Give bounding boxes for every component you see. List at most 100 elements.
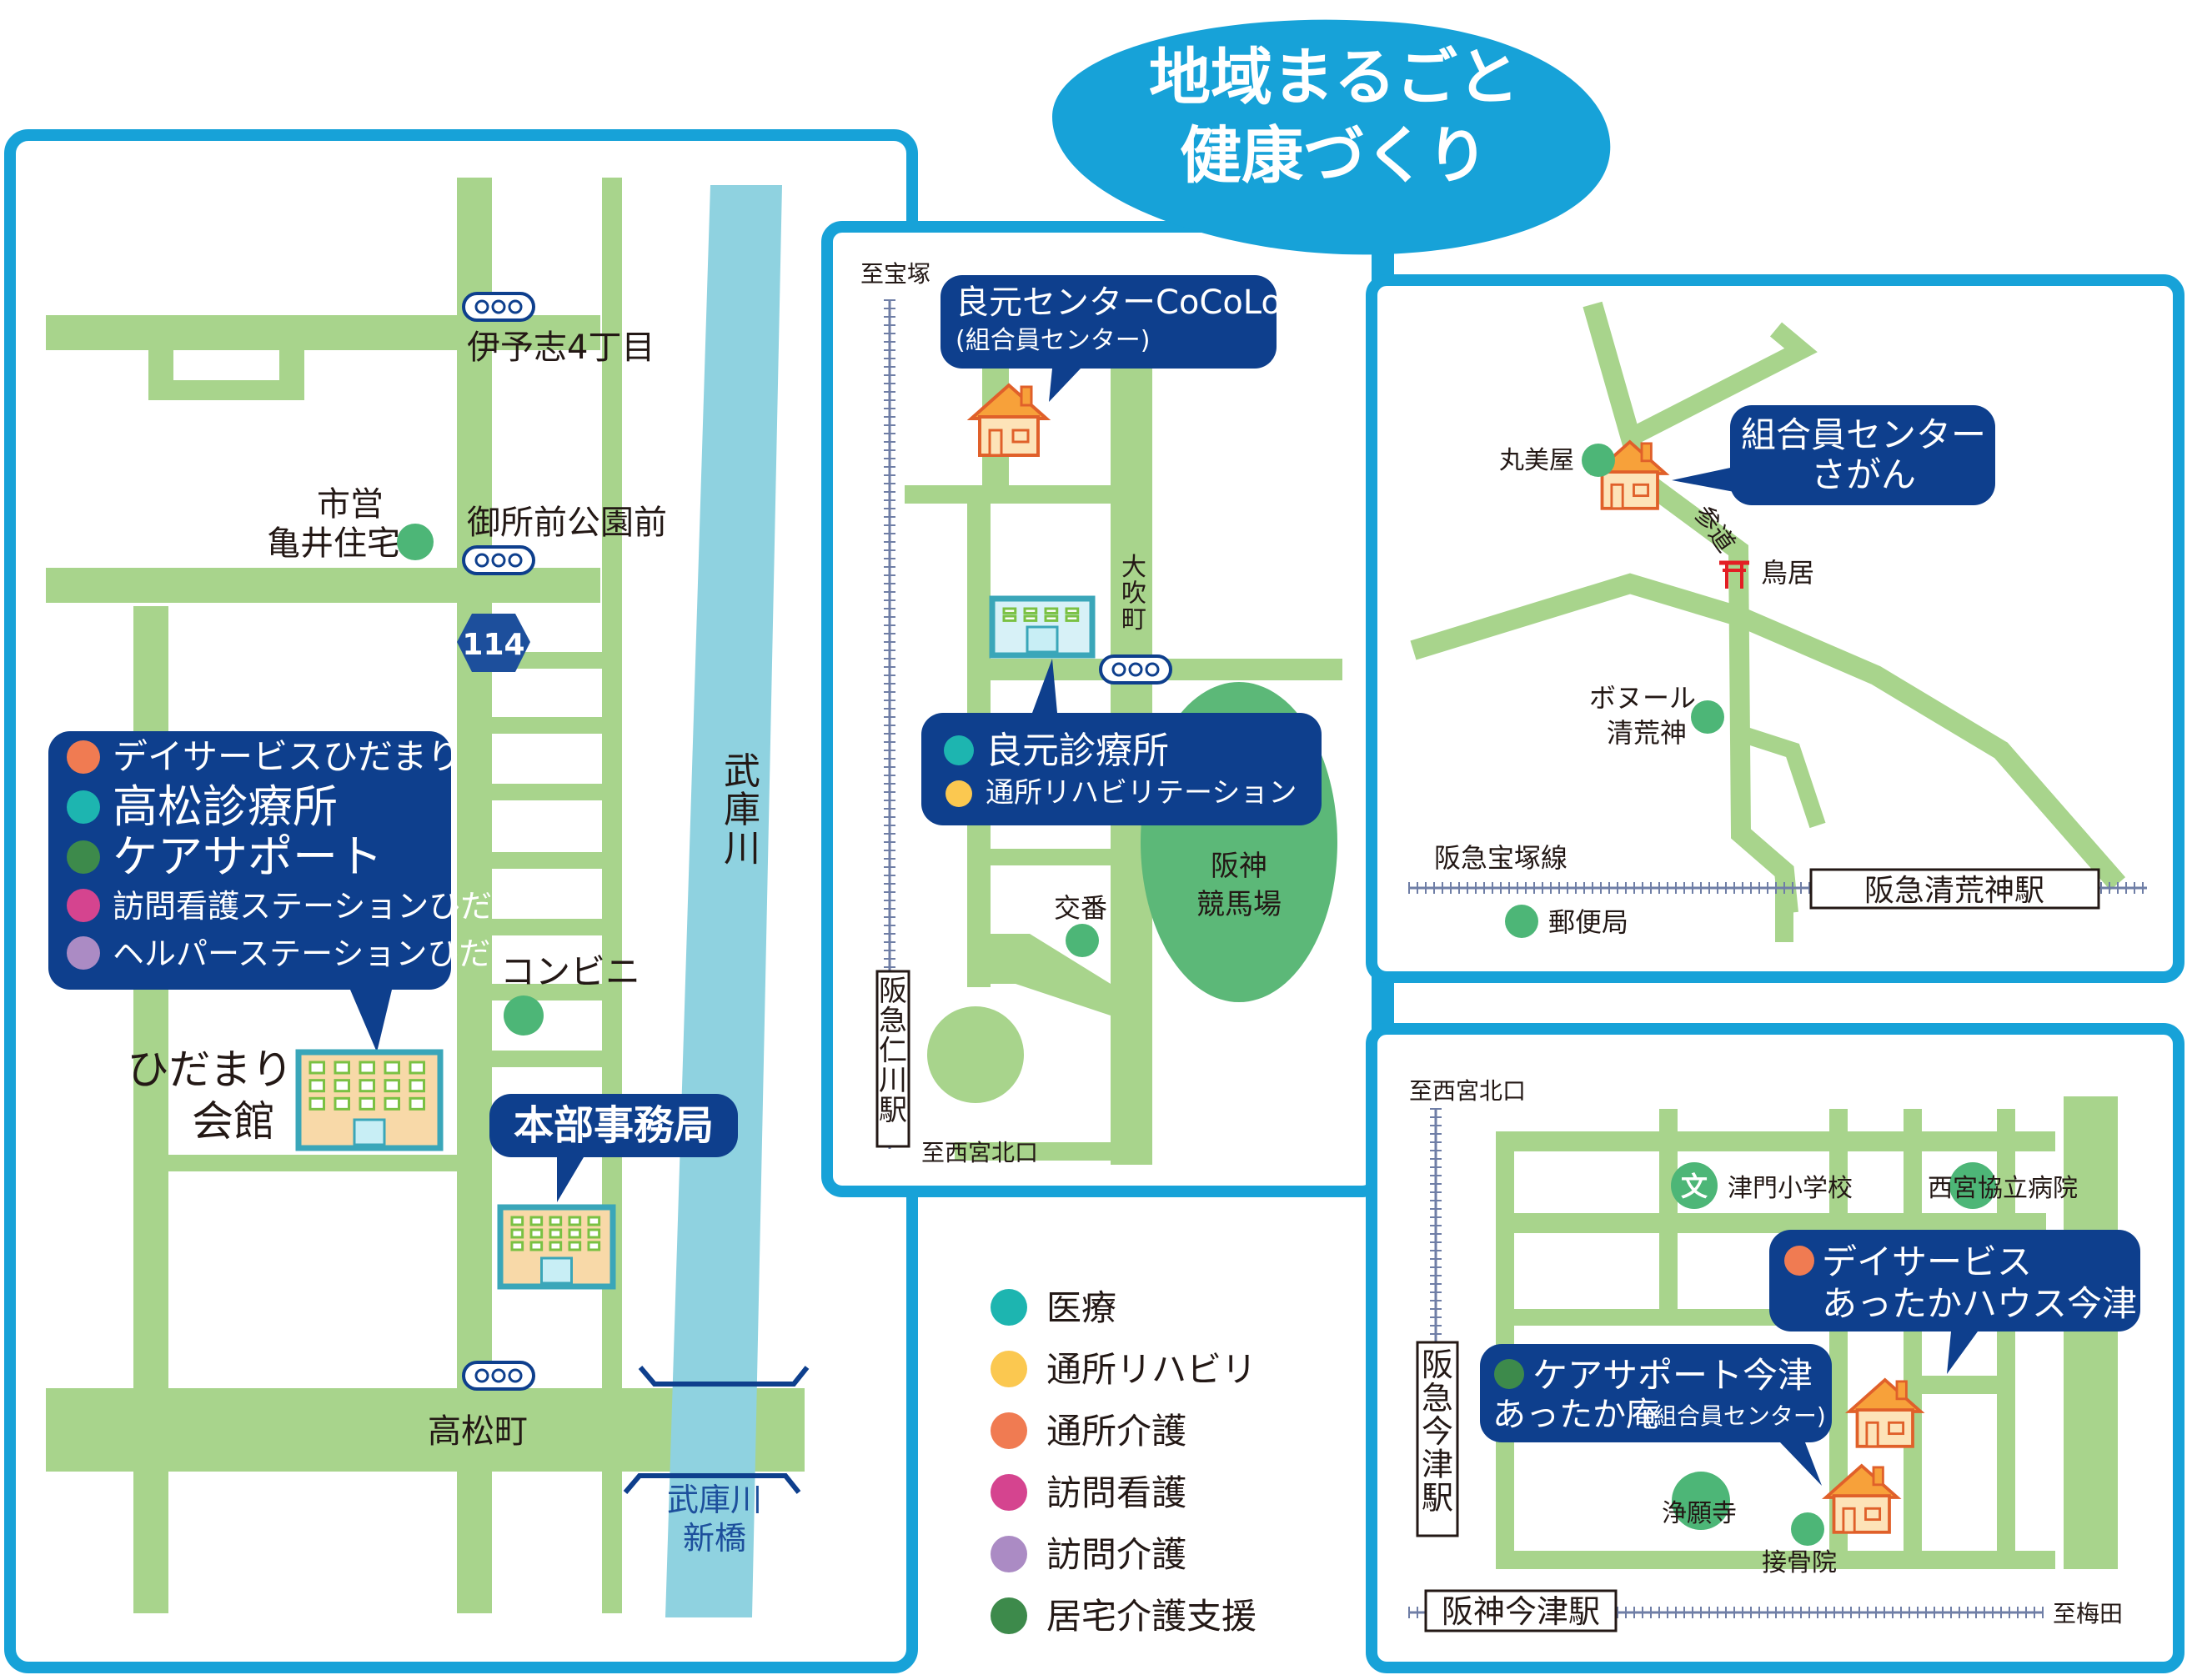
- torii-icon: [1719, 560, 1749, 589]
- convenience-label: コンビニ: [500, 951, 640, 992]
- legend-dot-3: [991, 1474, 1027, 1511]
- to-umeda-label: 至梅田: [2053, 1600, 2123, 1627]
- rail-imazu: [1430, 1108, 1442, 1352]
- koban-label: 交番: [1054, 892, 1107, 924]
- temple-label: 浄願寺: [1662, 1499, 1737, 1528]
- ryogen-clinic-dot: [944, 735, 974, 765]
- bridge-line1: 武庫川: [667, 1482, 762, 1518]
- callout-item-2: ケアサポート: [113, 830, 383, 883]
- honbu-callout: [489, 1094, 738, 1202]
- bonur-marker: [1691, 700, 1724, 734]
- oobuki-label-char: 町: [1121, 605, 1146, 634]
- to-nishinomiya-label: 至西宮北口: [921, 1139, 1038, 1166]
- koban-marker: [1066, 924, 1099, 957]
- temple-marker: [1672, 1472, 1730, 1530]
- ryogen-roundabout: [927, 1006, 1024, 1103]
- caresupport-house: [1822, 1463, 1902, 1534]
- bonesetter-marker: [1791, 1512, 1824, 1546]
- hidamari-line2: 会館: [192, 1097, 275, 1146]
- school-label: 津門小学校: [1728, 1174, 1853, 1203]
- bus-stop-iyoshi-label: 伊予志4丁目: [467, 328, 655, 367]
- legend-dot-4: [991, 1536, 1027, 1572]
- callout-item-1: 高松診療所: [113, 780, 338, 833]
- legend-dot-5: [991, 1597, 1027, 1634]
- dayservice-line1: デイサービス: [1822, 1241, 2032, 1282]
- convenience-marker: [504, 995, 544, 1036]
- marubiya-label: 丸美屋: [1499, 446, 1574, 475]
- marubiya-marker: [1582, 444, 1615, 477]
- sagan-line2: さがん: [1811, 454, 1916, 495]
- imazu-station-label-char: 阪: [1422, 1347, 1453, 1383]
- hidamari-line1: ひだまり: [128, 1046, 293, 1094]
- honbu-building: [497, 1204, 616, 1290]
- callout-dot-2: [67, 840, 100, 874]
- school-marker: [1671, 1162, 1718, 1209]
- legend-label-5: 居宅介護支援: [1046, 1596, 1257, 1637]
- imazu-station-label-char: 津: [1422, 1447, 1453, 1483]
- hankyu-takarazuka-line-label: 阪急宝塚線: [1434, 842, 1568, 874]
- bonur-line1: ボヌール: [1589, 682, 1696, 714]
- nigawa-station-label-char: 阪: [879, 975, 907, 1008]
- ryogen-diag-road: [967, 934, 1111, 1016]
- takamatsu-label: 高松町: [428, 1412, 528, 1451]
- ryogen-rehab-dot: [946, 780, 972, 807]
- sagan-callout: [1672, 405, 1995, 505]
- honbu-label: 本部事務局: [514, 1102, 714, 1149]
- dayservice-line2: あったかハウス今津: [1822, 1283, 2137, 1324]
- cocolo-house: [966, 383, 1051, 457]
- dayservice-dot: [1784, 1246, 1814, 1276]
- imazu-station-label-char: 今: [1422, 1413, 1453, 1450]
- bridge-marks: [623, 1366, 810, 1494]
- imazu-to-nishinomiya-label: 至西宮北口: [1409, 1077, 1526, 1105]
- dayservice-callout: [1769, 1230, 2140, 1374]
- caresupport-callout: [1480, 1344, 1832, 1486]
- river-name-char: 庫: [724, 789, 760, 831]
- legend-label-0: 医療: [1046, 1287, 1116, 1328]
- legend-dot-1: [991, 1351, 1027, 1387]
- ryogen-rehab-label: 通所リハビリテーション: [986, 776, 1297, 810]
- cocolo-line2: (組合員センター): [956, 326, 1150, 355]
- to-takarazuka-label: 至宝塚: [860, 260, 930, 288]
- main-callout: [48, 731, 451, 1052]
- imazu-station-box: [1416, 1341, 1459, 1537]
- caresupport-line2-small: (組合員センター): [1644, 1402, 1826, 1430]
- callout-item-4: ヘルパーステーションひだまり: [113, 935, 554, 972]
- hidamari-building: [295, 1049, 444, 1151]
- route-shield: [457, 614, 530, 672]
- river-name-char: 武: [724, 750, 760, 793]
- bus-stop-takamatsu: [462, 1361, 535, 1391]
- shiei-line1: 市営: [317, 485, 384, 524]
- river-name: 武庫川: [724, 750, 760, 870]
- bus-stop-goshomae-label: 御所前公園前: [467, 504, 667, 542]
- caresupport-dot: [1494, 1359, 1524, 1389]
- post-office-marker: [1505, 905, 1538, 938]
- racecourse-line1: 阪神: [1211, 850, 1267, 883]
- shiei-line2: 亀井住宅: [267, 524, 400, 563]
- river-name-char: 川: [724, 827, 760, 870]
- legend-label-3: 訪問看護: [1046, 1472, 1186, 1513]
- oobuki-label: 大吹町: [1121, 553, 1146, 634]
- callout-dot-0: [67, 740, 100, 774]
- legend-label-4: 訪問介護: [1046, 1534, 1186, 1575]
- title-balloon: [1052, 19, 1611, 255]
- river-shape: [665, 185, 782, 1617]
- legend-label-2: 通所介護: [1046, 1411, 1186, 1452]
- cocolo-callout: [941, 275, 1277, 402]
- title-line1: 地域まるごと: [1149, 42, 1519, 113]
- callout-dot-1: [67, 790, 100, 824]
- bus-stop-iyoshi: [462, 292, 535, 322]
- callout-dot-4: [67, 936, 100, 970]
- shiei-marker: [397, 524, 434, 560]
- bonur-line2: 清荒神: [1607, 717, 1687, 749]
- torii-label: 鳥居: [1761, 557, 1814, 589]
- racecourse-line2: 競馬場: [1196, 888, 1282, 921]
- hospital-marker: [1949, 1162, 1996, 1209]
- ryogen-clinic-building: [989, 595, 1096, 659]
- bus-stop-goshomae: [462, 545, 535, 575]
- caresupport-line2: あったか庵: [1492, 1396, 1659, 1434]
- caresupport-line1: ケアサポート今津: [1532, 1355, 1813, 1396]
- ryogen-callout: [921, 659, 1322, 825]
